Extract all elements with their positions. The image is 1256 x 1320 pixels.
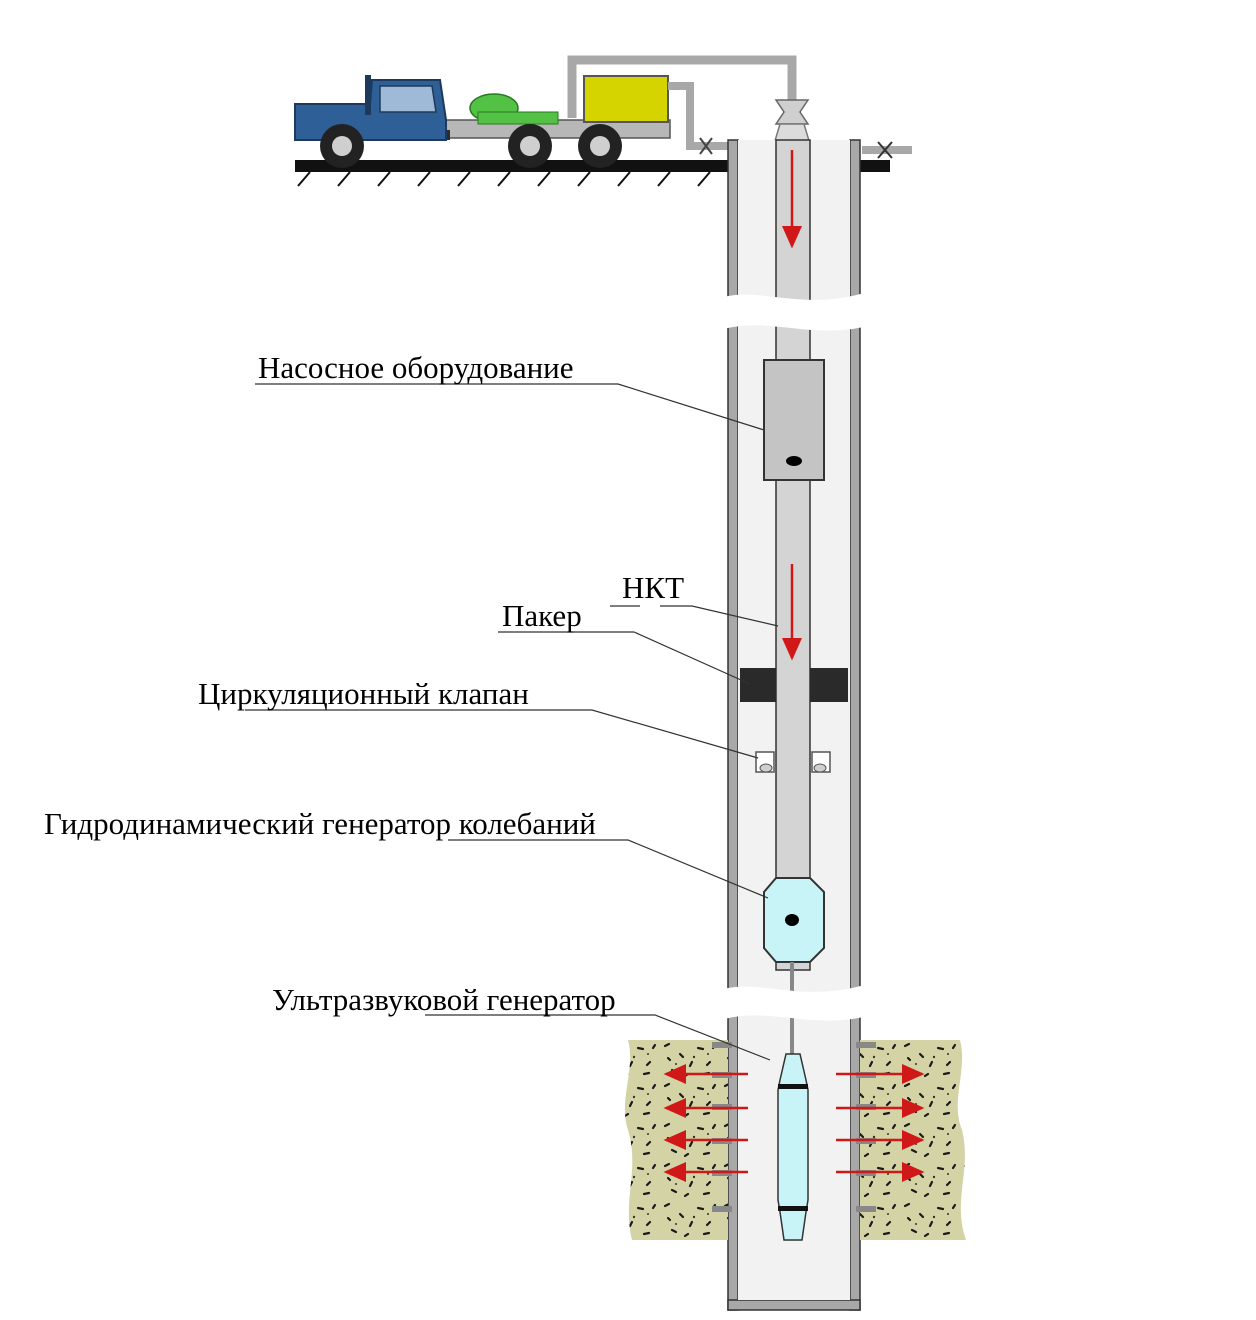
- supply-pipe: [567, 55, 797, 118]
- ultrasonic-generator: [777, 1053, 809, 1241]
- label-pump-equipment: Насосное оборудование: [258, 350, 574, 385]
- flow-arrows: [663, 150, 925, 1182]
- leader-nkt: [610, 605, 779, 627]
- leader-pump: [255, 383, 765, 431]
- leader-lines: [245, 383, 779, 1061]
- pump-equipment: [763, 359, 825, 481]
- leader-packer: [498, 631, 751, 685]
- truck-wheels: [320, 124, 622, 168]
- label-nkt: НКТ: [622, 570, 684, 605]
- leader-ultra: [425, 1014, 771, 1061]
- leader-valve: [245, 709, 759, 759]
- leader-hydro: [448, 839, 769, 899]
- packer: [740, 668, 776, 702]
- circulation-valve: [755, 751, 831, 773]
- label-ultrasonic-generator: Ультразвуковой генератор: [272, 982, 616, 1017]
- label-packer: Пакер: [502, 598, 582, 633]
- nkt-tubing: [775, 139, 811, 971]
- label-circulation-valve: Циркуляционный клапан: [198, 676, 529, 711]
- well-casing: [624, 139, 966, 1311]
- pump-truck: [294, 55, 912, 187]
- wellhead: [774, 99, 810, 125]
- label-hydro-generator: Гидродинамический генератор колебаний: [44, 806, 596, 841]
- yellow-tank: [583, 75, 669, 123]
